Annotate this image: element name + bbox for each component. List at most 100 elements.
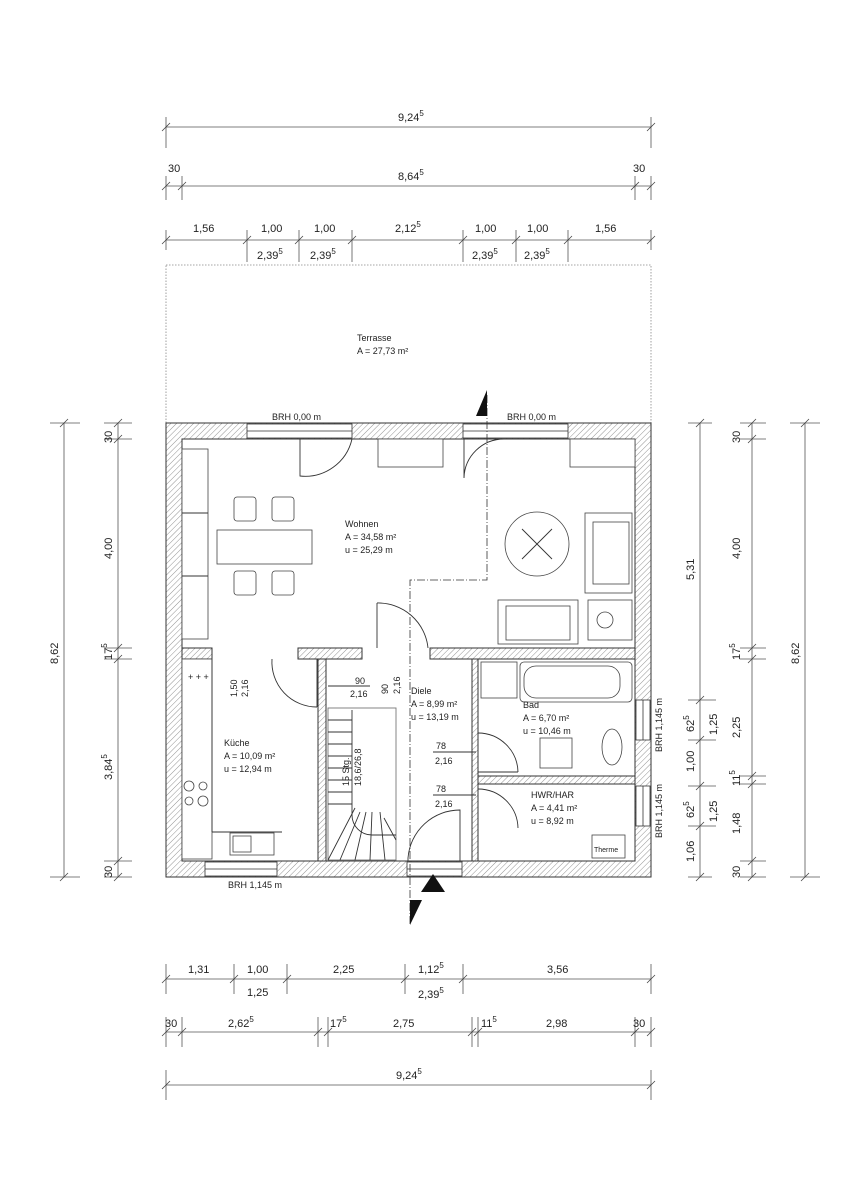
dim-segment: 2,98 (546, 1018, 567, 1030)
bottom-dimensions: 1,31 1,00 2,25 1,125 3,56 1,25 2,395 30 … (161, 961, 656, 1100)
dim-window-height: 2,395 (524, 247, 550, 262)
dim-segment: 4,00 (103, 538, 115, 559)
door-width: 1,50 (229, 679, 239, 697)
room-name: Küche (224, 738, 250, 748)
room-kueche: Küche A = 10,09 m² u = 12,94 m (224, 738, 275, 774)
room-area: A = 4,41 m² (531, 803, 577, 813)
dim-overall-depth: 8,62 (49, 643, 61, 664)
dim-window-height: 1,25 (247, 987, 268, 999)
door-width: 90 (355, 676, 365, 686)
room-perimeter: u = 8,92 m (531, 816, 574, 826)
room-name: Wohnen (345, 519, 378, 529)
door-labels: 90 2,16 1,50 2,16 90 2,16 78 2,16 78 2,1… (229, 676, 476, 809)
dim-segment: 30 (165, 1018, 177, 1030)
therme-label: Therme (594, 847, 618, 854)
right-dimensions: 5,31 625 1,00 625 1,06 1,25 1,25 30 4,00… (682, 418, 820, 882)
room-area: A = 34,58 m² (345, 532, 396, 542)
room-area: A = 6,70 m² (523, 713, 569, 723)
brh-label: BRH 0,00 m (272, 412, 321, 422)
dim-segment: 2,75 (393, 1018, 414, 1030)
dim-segment: 2,25 (731, 717, 743, 738)
dim-segment: 115 (481, 1015, 497, 1030)
top-dimensions: 9,245 30 8,645 30 1,56 1,00 1,00 2,125 1… (161, 109, 656, 262)
terrace-name: Terrasse (357, 333, 392, 343)
brh-label: BRH 1,145 m (228, 880, 282, 890)
dim-window-height: 1,25 (708, 801, 720, 822)
dim-segment: 2,125 (395, 220, 421, 235)
door-height: 2,16 (240, 679, 250, 697)
doors (271, 438, 519, 861)
cooktop-controls: + + + (188, 672, 209, 682)
room-name: Bad (523, 700, 539, 710)
dim-window-height: 2,395 (418, 986, 444, 1001)
dim-segment: 1,00 (475, 223, 496, 235)
dim-segment: 2,625 (228, 1015, 254, 1030)
dim-overall-depth: 8,62 (790, 643, 802, 664)
dim-segment: 30 (731, 866, 743, 878)
section-arrow-icon (410, 900, 422, 925)
dim-segment: 175 (330, 1015, 347, 1030)
room-bad: Bad A = 6,70 m² u = 10,46 m (523, 700, 571, 736)
section-arrow-icon (476, 390, 487, 416)
dim-segment: 1,31 (188, 964, 209, 976)
dim-segment: 30 (103, 866, 115, 878)
stair-steps: 15 Stg. (341, 757, 351, 786)
brh-label: BRH 1,145 m (654, 784, 664, 838)
furniture: + + + (181, 438, 636, 860)
dim-segment: 1,06 (685, 841, 697, 862)
terrace-area: A = 27,73 m² (357, 346, 408, 356)
dim-segment: 1,48 (731, 813, 743, 834)
windows (204, 423, 651, 877)
room-perimeter: u = 10,46 m (523, 726, 571, 736)
room-name: Diele (411, 686, 432, 696)
dim-segment: 1,00 (247, 964, 268, 976)
room-perimeter: u = 12,94 m (224, 764, 272, 774)
dim-segment: 1,00 (685, 751, 697, 772)
dim-segment: 625 (682, 715, 697, 732)
door-height: 2,16 (435, 756, 453, 766)
dim-segment: 30 (731, 431, 743, 443)
room-name: HWR/HAR (531, 790, 574, 800)
section-arrow-icon (421, 874, 445, 892)
dim-segment: 3,56 (547, 964, 568, 976)
room-wohnen: Wohnen A = 34,58 m² u = 25,29 m (345, 519, 396, 555)
dim-segment: 175 (728, 643, 743, 660)
dim-segment: 1,56 (595, 223, 616, 235)
left-dimensions: 8,62 30 4,00 175 3,845 30 (49, 418, 132, 882)
dim-segment: 4,00 (731, 538, 743, 559)
dim-inner-width: 8,645 (398, 168, 424, 183)
terrace: Terrasse A = 27,73 m² (165, 264, 652, 424)
dim-wall-left: 30 (168, 163, 180, 175)
dim-wall-right: 30 (633, 163, 645, 175)
dim-segment: 1,56 (193, 223, 214, 235)
stair-ratio: 18,6/26,8 (353, 748, 363, 786)
door-width: 78 (436, 741, 446, 751)
room-hwr: HWR/HAR A = 4,41 m² u = 8,92 m (531, 790, 577, 826)
door-width: 90 (380, 684, 390, 694)
room-area: A = 8,99 m² (411, 699, 457, 709)
dim-window-height: 2,395 (257, 247, 283, 262)
room-area: A = 10,09 m² (224, 751, 275, 761)
dim-window-height: 1,25 (708, 714, 720, 735)
room-perimeter: u = 25,29 m (345, 545, 393, 555)
dim-segment: 115 (728, 770, 743, 786)
dim-segment: 1,125 (418, 961, 444, 976)
dim-segment: 5,31 (685, 559, 697, 580)
dim-segment: 1,00 (314, 223, 335, 235)
dim-segment: 30 (633, 1018, 645, 1030)
door-height: 2,16 (392, 676, 402, 694)
room-diele: Diele A = 8,99 m² u = 13,19 m (411, 686, 459, 722)
dim-segment: 1,00 (261, 223, 282, 235)
dim-segment: 30 (103, 431, 115, 443)
door-height: 2,16 (435, 799, 453, 809)
dim-window-height: 2,395 (310, 247, 336, 262)
door-width: 78 (436, 784, 446, 794)
walls (165, 422, 652, 878)
dim-overall-width: 9,245 (398, 109, 424, 124)
room-perimeter: u = 13,19 m (411, 712, 459, 722)
dim-segment: 3,845 (100, 754, 115, 780)
section-line (409, 395, 488, 925)
dim-overall-width: 9,245 (396, 1067, 422, 1082)
brh-label: BRH 0,00 m (507, 412, 556, 422)
